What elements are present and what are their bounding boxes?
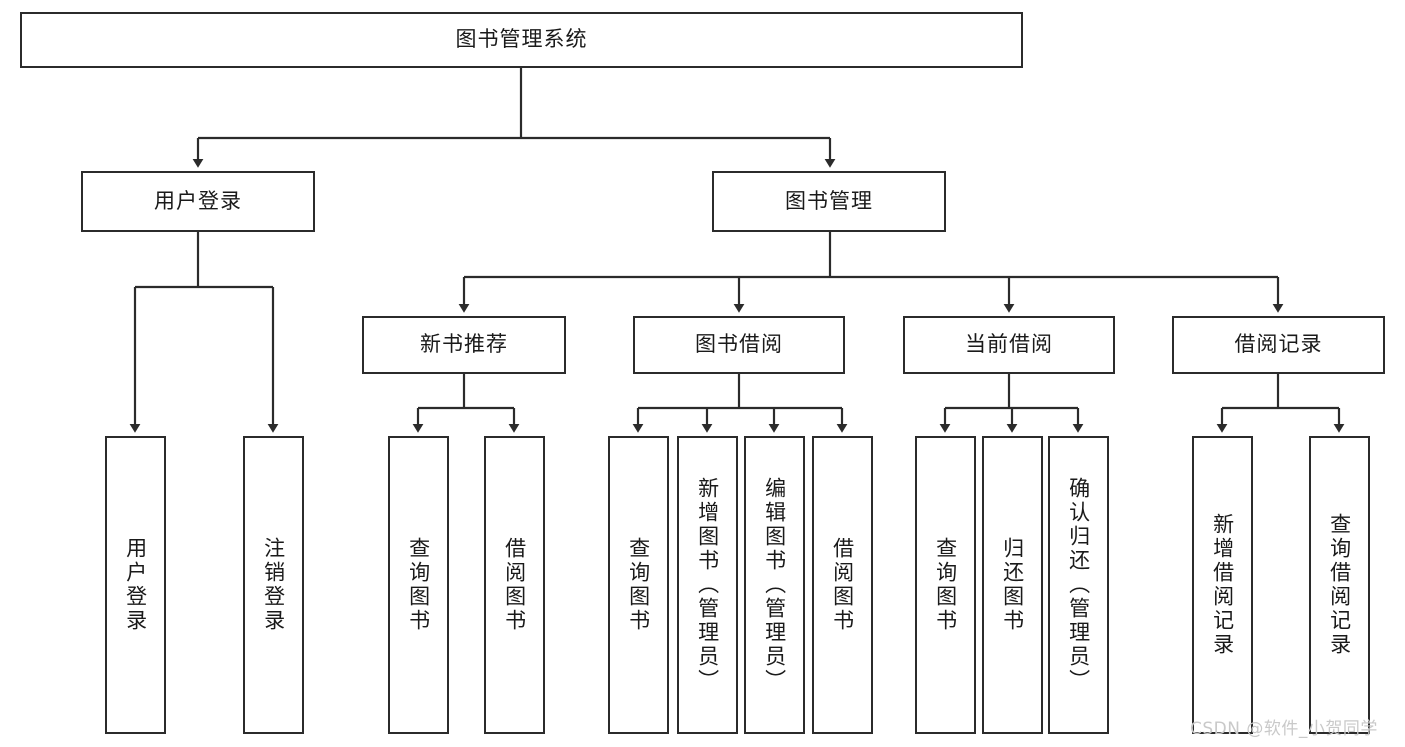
leaf-logout-login[interactable]: 注销登录 [243,436,304,734]
node-borrow-record-label: 借阅记录 [1234,332,1323,357]
leaf-borrow-book-2[interactable]: 借阅图书 [812,436,873,734]
watermark: CSDN @软件_小贺同学 [1190,719,1378,739]
leaf-return-book-label: 归还图书 [1000,537,1025,633]
leaf-add-book-label: 新增图书（管理员） [695,477,720,693]
leaf-confirm-return-label: 确认归还（管理员） [1066,477,1091,693]
node-book-manage-label: 图书管理 [785,188,873,213]
node-book-borrow-label: 图书借阅 [695,332,783,357]
node-current-borrow-label: 当前借阅 [965,332,1053,357]
node-book-borrow[interactable]: 图书借阅 [633,316,845,374]
node-book-manage[interactable]: 图书管理 [712,171,946,232]
node-user-login[interactable]: 用户登录 [81,171,315,232]
leaf-query-book-2-label: 查询图书 [626,537,651,633]
node-user-login-label: 用户登录 [154,188,242,213]
leaf-edit-book[interactable]: 编辑图书（管理员） [744,436,805,734]
leaf-add-book[interactable]: 新增图书（管理员） [677,436,738,734]
node-root[interactable]: 图书管理系统 [20,12,1023,68]
node-new-book-rec-label: 新书推荐 [420,332,508,357]
leaf-add-record[interactable]: 新增借阅记录 [1192,436,1253,734]
leaf-user-login-label: 用户登录 [123,537,148,633]
leaf-logout-login-label: 注销登录 [261,537,286,633]
leaf-borrow-book-2-label: 借阅图书 [830,537,855,633]
leaf-add-record-label: 新增借阅记录 [1210,513,1235,657]
node-root-label: 图书管理系统 [455,27,588,52]
leaf-query-book-3[interactable]: 查询图书 [915,436,976,734]
leaf-borrow-book-1-label: 借阅图书 [502,537,527,633]
leaf-query-book-3-label: 查询图书 [933,537,958,633]
leaf-query-book-1[interactable]: 查询图书 [388,436,449,734]
node-new-book-rec[interactable]: 新书推荐 [362,316,566,374]
leaf-return-book[interactable]: 归还图书 [982,436,1043,734]
leaf-borrow-book-1[interactable]: 借阅图书 [484,436,545,734]
leaf-query-record-label: 查询借阅记录 [1327,513,1352,657]
leaf-query-book-1-label: 查询图书 [406,537,431,633]
leaf-edit-book-label: 编辑图书（管理员） [762,477,787,693]
leaf-confirm-return[interactable]: 确认归还（管理员） [1048,436,1109,734]
leaf-query-record[interactable]: 查询借阅记录 [1309,436,1370,734]
leaf-user-login[interactable]: 用户登录 [105,436,166,734]
node-borrow-record[interactable]: 借阅记录 [1172,316,1385,374]
node-current-borrow[interactable]: 当前借阅 [903,316,1115,374]
leaf-query-book-2[interactable]: 查询图书 [608,436,669,734]
